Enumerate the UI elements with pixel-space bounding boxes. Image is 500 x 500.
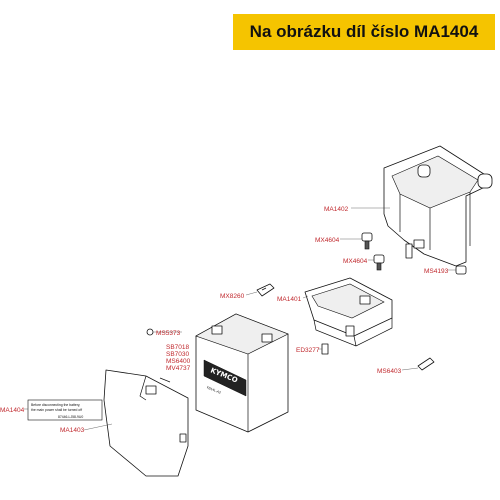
nut-ms4193 <box>455 265 467 275</box>
callout-ma1403: MA1403 <box>60 427 85 434</box>
warning-line-2: the main power shall be turned off <box>31 408 82 412</box>
callout-ma1402: MA1402 <box>324 206 349 213</box>
part-number-banner: Na obrázku díl číslo MA1404 <box>233 14 495 50</box>
battery-model: YB14L-A2 <box>206 385 222 395</box>
callout-ms5373: MS5373 <box>156 330 181 337</box>
screw-mx4604-b <box>373 254 385 271</box>
callout-mx4604-a: MX4604 <box>315 237 340 244</box>
battery-tray-ma1401 <box>304 277 393 347</box>
bolt-mx8260 <box>256 283 275 297</box>
callout-battery-code-3: MS6400 <box>166 358 191 365</box>
callout-battery-code-2: SB7030 <box>166 351 190 358</box>
clip-ed3277 <box>321 343 329 355</box>
screw-ms5373 <box>146 328 154 336</box>
side-cover-panel <box>103 369 189 477</box>
callout-ed3277: ED3277 <box>296 347 320 354</box>
callout-ms6403: MS6403 <box>377 368 402 375</box>
bolt-ms6403 <box>417 357 435 371</box>
warning-code: 87446-LJ58-9U0 <box>58 415 83 419</box>
battery-box-ma1402 <box>383 145 493 267</box>
callout-ma1404: MA1404 <box>0 407 25 414</box>
callout-battery-code-4: MV4737 <box>166 365 191 372</box>
callout-ms4193: MS4193 <box>424 268 449 275</box>
banner-text: Na obrázku díl číslo MA1404 <box>249 22 479 41</box>
warning-line-1: Before disconnecting the battery, <box>31 403 80 407</box>
screw-mx4604-a <box>361 232 373 250</box>
callout-ma1401: MA1401 <box>277 296 302 303</box>
callout-battery-code-1: SB7018 <box>166 344 190 351</box>
callout-mx4604-b: MX4604 <box>343 258 368 265</box>
warning-label-ma1404: Before disconnecting the battery, the ma… <box>27 399 103 421</box>
callout-mx8260: MX8260 <box>220 293 245 300</box>
battery: KYMCO YB14L-A2 <box>195 313 289 433</box>
